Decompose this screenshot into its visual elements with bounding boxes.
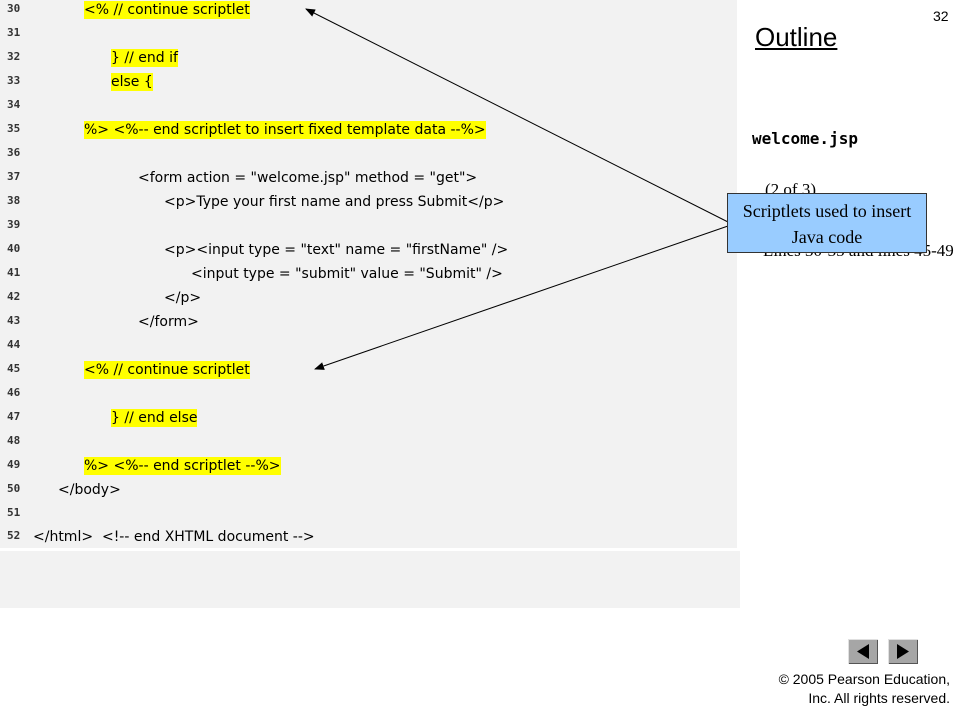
- code-line: 43 </form>: [0, 312, 737, 336]
- code-line: 40 <p><input type = "text" name = "first…: [0, 240, 737, 264]
- code-line: 41 <input type = "submit" value = "Submi…: [0, 264, 737, 288]
- line-number: 52: [7, 529, 21, 542]
- code-line: 48: [0, 432, 737, 456]
- line-number: 37: [7, 170, 21, 183]
- line-number: 50: [7, 482, 21, 495]
- triangle-right-icon: [897, 644, 909, 659]
- line-number: 44: [7, 338, 21, 351]
- code-line: 37 <form action = "welcome.jsp" method =…: [0, 168, 737, 192]
- line-number: 40: [7, 242, 21, 255]
- code-line: 31: [0, 24, 737, 48]
- code-line: 51: [0, 504, 737, 528]
- code-text: </body>: [58, 482, 121, 498]
- line-number: 41: [7, 266, 21, 279]
- line-number: 31: [7, 26, 21, 39]
- line-number: 42: [7, 290, 21, 303]
- code-text: <p><input type = "text" name = "firstNam…: [164, 242, 509, 258]
- line-number: 32: [7, 50, 21, 63]
- line-number: 38: [7, 194, 21, 207]
- line-number: 34: [7, 98, 21, 111]
- code-text: else {: [111, 73, 153, 91]
- code-line: 35 %> <%-- end scriptlet to insert fixed…: [0, 120, 737, 144]
- copyright-line-2: Inc. All rights reserved.: [808, 690, 950, 706]
- code-text: <p>Type your first name and press Submit…: [164, 194, 505, 210]
- code-line: 44: [0, 336, 737, 360]
- line-number: 33: [7, 74, 21, 87]
- callout-box: Scriptlets used to insert Java code: [727, 193, 927, 253]
- code-line: 33 else {: [0, 72, 737, 96]
- code-line: 52 </html> <!-- end XHTML document -->: [0, 527, 737, 551]
- code-line: 46: [0, 384, 737, 408]
- outline-title: Outline: [755, 22, 838, 52]
- code-line: 38 <p>Type your first name and press Sub…: [0, 192, 737, 216]
- code-panel: 30 <% // continue scriptlet 31 32 } // e…: [0, 0, 737, 548]
- next-slide-button[interactable]: [888, 639, 918, 664]
- line-number: 48: [7, 434, 21, 447]
- outline-file-name: welcome.jsp: [752, 129, 858, 148]
- code-panel-footer: [0, 551, 740, 608]
- code-text: %> <%-- end scriptlet --%>: [84, 457, 281, 475]
- code-text: %> <%-- end scriptlet to insert fixed te…: [84, 121, 486, 139]
- code-text: </p>: [164, 290, 202, 306]
- code-text: <% // continue scriptlet: [84, 361, 250, 379]
- copyright-line-1: © 2005 Pearson Education,: [778, 671, 950, 687]
- code-line: 36: [0, 144, 737, 168]
- code-line: 50 </body>: [0, 480, 737, 504]
- code-line: 45 <% // continue scriptlet: [0, 360, 737, 384]
- code-line: 34: [0, 96, 737, 120]
- code-text: } // end if: [111, 49, 178, 67]
- code-line: 30 <% // continue scriptlet: [0, 0, 737, 24]
- code-line: 39: [0, 216, 737, 240]
- line-number: 35: [7, 122, 21, 135]
- line-number: 39: [7, 218, 21, 231]
- line-number: 30: [7, 2, 21, 15]
- triangle-left-icon: [857, 644, 869, 659]
- code-line: 47 } // end else: [0, 408, 737, 432]
- line-number: 43: [7, 314, 21, 327]
- code-text: <input type = "submit" value = "Submit" …: [191, 266, 503, 282]
- line-number: 51: [7, 506, 21, 519]
- line-number: 45: [7, 362, 21, 375]
- copyright-notice: © 2005 Pearson Education, Inc. All right…: [700, 670, 950, 708]
- previous-slide-button[interactable]: [848, 639, 878, 664]
- code-line: 42 </p>: [0, 288, 737, 312]
- line-number: 49: [7, 458, 21, 471]
- code-text: <% // continue scriptlet: [84, 1, 250, 19]
- code-text: </form>: [138, 314, 199, 330]
- code-line: 32 } // end if: [0, 48, 737, 72]
- code-text: <form action = "welcome.jsp" method = "g…: [138, 170, 478, 186]
- code-text: </html> <!-- end XHTML document -->: [33, 529, 315, 545]
- line-number: 47: [7, 410, 21, 423]
- line-number: 46: [7, 386, 21, 399]
- line-number: 36: [7, 146, 21, 159]
- code-line: 49 %> <%-- end scriptlet --%>: [0, 456, 737, 480]
- code-text: } // end else: [111, 409, 198, 427]
- slide-number: 32: [933, 8, 949, 24]
